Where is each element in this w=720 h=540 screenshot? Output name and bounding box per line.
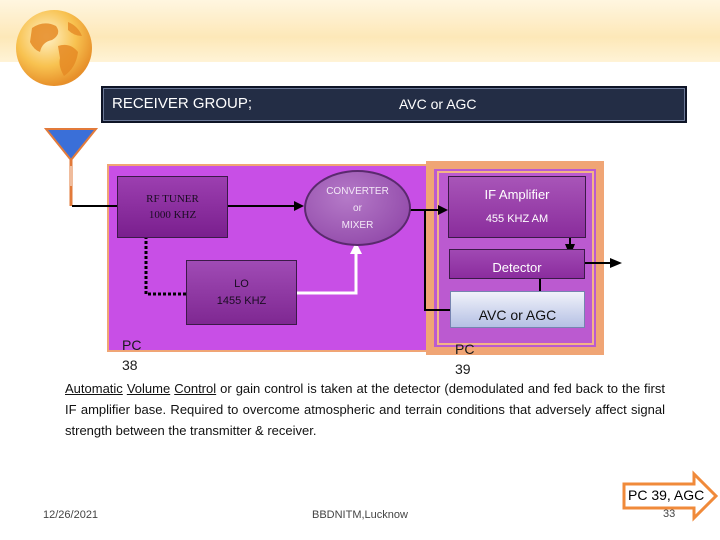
pc38-line2: 38 [122,357,138,373]
slide-subtitle: AVC or AGC [399,96,477,112]
lo-to-converter-line [295,252,358,295]
avc-feedback-line [424,210,450,311]
arrowhead-rf-converter [294,201,304,211]
converter-label: CONVERTER [326,185,389,197]
footer-date: 12/26/2021 [43,509,99,521]
footer-institution: BBDNITM,Lucknow [312,509,408,521]
if-amplifier-block: IF Amplifier 455 KHZ AM [448,176,586,238]
page-number: 33 [663,508,676,520]
term-automatic: Automatic [65,381,123,396]
description-text: or gain control is taken at the detector… [65,381,665,438]
arrowhead-lo-converter [350,242,362,254]
top-banner [0,0,720,62]
arrowhead-detector-out [610,258,622,268]
if-amplifier-freq: 455 KHZ AM [485,213,549,225]
avc-label: AVC or AGC [478,307,557,323]
term-control: Control [174,381,217,396]
if-amplifier-label: IF Amplifier [484,187,550,202]
local-oscillator-block: LO 1455 KHZ [186,260,297,325]
arrowhead-converter-if [438,205,448,215]
pc39-label: PC 39 [455,339,474,379]
pc38-label: PC 38 [122,335,141,375]
antenna-icon [43,128,99,206]
rf-tuner-block: RF TUNER 1000 KHZ [117,176,228,238]
rf-tuner-freq: 1000 KHZ [148,209,197,221]
mixer-label: MIXER [341,219,374,231]
lo-label: LO [234,277,249,290]
pc38-line1: PC [122,337,142,353]
next-arrow-icon[interactable] [622,470,719,522]
description-paragraph: Automatic Volume Control or gain control… [65,378,665,441]
converter-mixer-block: CONVERTER or MIXER [304,170,411,246]
detector-block: Detector [449,249,585,279]
slide-title: RECEIVER GROUP; [112,95,253,112]
lo-tuning-dotted-line [144,236,186,296]
lo-freq: 1455 KHZ [216,294,267,307]
globe-icon [16,10,92,86]
rf-tuner-label: RF TUNER [146,193,199,205]
converter-or: or [353,202,362,214]
detector-label: Detector [492,260,542,275]
pc39-line1: PC [455,341,475,357]
pc39-line2: 39 [455,361,471,377]
term-volume: Volume [126,381,171,396]
avc-agc-block: AVC or AGC [450,291,585,328]
next-slide-label[interactable]: PC 39, AGC [628,487,705,503]
title-bar: RECEIVER GROUP; AVC or AGC [101,86,687,123]
